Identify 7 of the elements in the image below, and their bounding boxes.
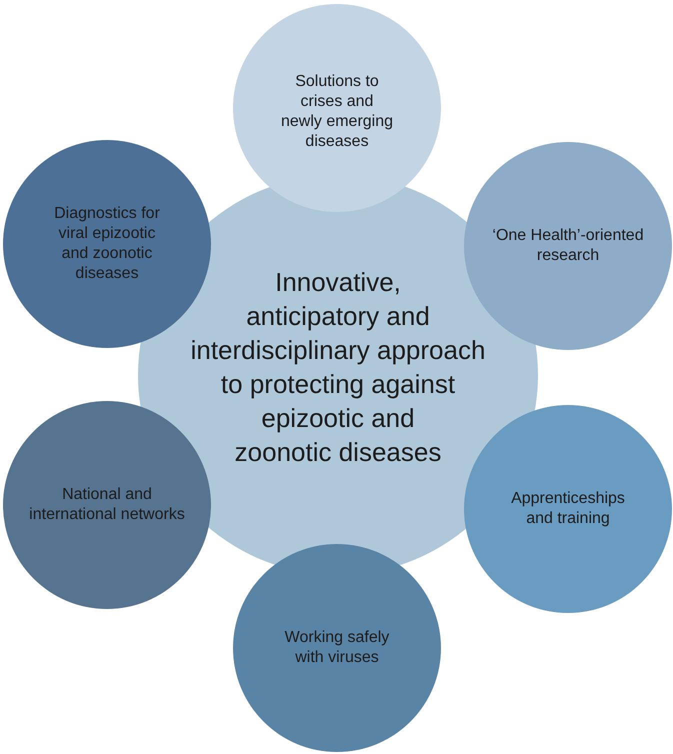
topic-text: Working safely with viruses (284, 628, 390, 668)
topic-text: ‘One Health’-oriented research (491, 226, 645, 266)
topic-text: Solutions to crises and newly emerging diseases (280, 72, 394, 152)
topic-text: Apprenticeships and training (510, 489, 626, 529)
topic-text: National and international networks (28, 485, 186, 525)
topic-text: Diagnostics for viral epizootic and zoonotic diseases (53, 204, 161, 284)
central-theme-text: Innovative, anticipatory and interdisciplinary approach to protecting against epizootic and zoonotic diseases (190, 266, 486, 469)
